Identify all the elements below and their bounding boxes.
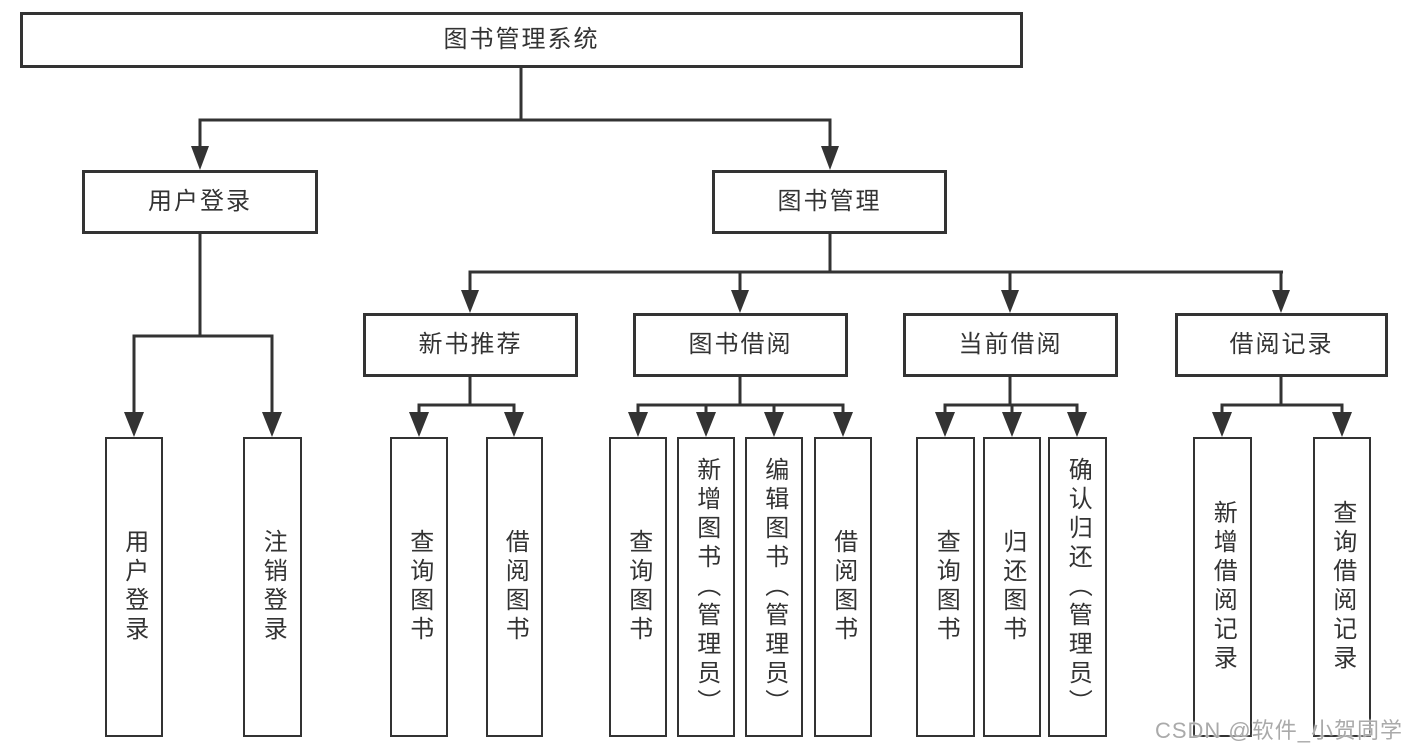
leaf-current-query-books: 查询图书 xyxy=(916,437,975,737)
arrowhead-borrow-add-books xyxy=(696,412,716,437)
arrowhead-recommend-query-books xyxy=(409,412,429,437)
leaf-logout: 注销登录 xyxy=(243,437,302,737)
node-new-book-recommend-label: 新书推荐 xyxy=(418,331,523,358)
node-book-management-label: 图书管理 xyxy=(777,188,882,215)
node-user-login: 用户登录 xyxy=(82,170,318,234)
leaf-borrow-query-books: 查询图书 xyxy=(609,437,667,737)
node-borrow-records: 借阅记录 xyxy=(1175,313,1388,377)
leaf-records-query-record-label: 查询借阅记录 xyxy=(1328,500,1356,674)
connector-user-login-to-leaves xyxy=(124,234,282,437)
arrowhead-leaf-logout xyxy=(262,412,282,437)
arrowhead-current-return-books xyxy=(1002,412,1022,437)
leaf-recommend-borrow-books: 借阅图书 xyxy=(486,437,543,737)
arrowhead-borrow-edit-books xyxy=(764,412,784,437)
arrowhead-borrow-borrow-books xyxy=(833,412,853,437)
node-book-borrow: 图书借阅 xyxy=(633,313,848,377)
leaf-borrow-add-books-admin: 新增图书（管理员） xyxy=(677,437,735,737)
connector-root-to-level2 xyxy=(191,68,839,170)
leaf-current-query-books-label: 查询图书 xyxy=(932,529,960,645)
leaf-borrow-add-books-admin-label: 新增图书（管理员） xyxy=(692,456,720,718)
connector-borrow-records-to-leaves xyxy=(1212,377,1352,437)
node-user-login-label: 用户登录 xyxy=(148,188,252,215)
leaf-current-return-books: 归还图书 xyxy=(983,437,1041,737)
leaf-records-add-record: 新增借阅记录 xyxy=(1193,437,1252,737)
node-root: 图书管理系统 xyxy=(20,12,1023,68)
arrowhead-current-confirm-return xyxy=(1067,412,1087,437)
node-borrow-records-label: 借阅记录 xyxy=(1229,331,1334,358)
leaf-records-add-record-label: 新增借阅记录 xyxy=(1209,500,1237,674)
node-root-label: 图书管理系统 xyxy=(443,26,600,53)
arrowhead-borrow-query-books xyxy=(628,412,648,437)
leaf-recommend-query-books-label: 查询图书 xyxy=(405,529,433,645)
leaf-logout-label: 注销登录 xyxy=(259,529,287,645)
arrowhead-book-borrow xyxy=(731,290,749,313)
leaf-records-query-record: 查询借阅记录 xyxy=(1313,437,1371,737)
watermark: CSDN @软件_小贺同学 xyxy=(1154,718,1403,743)
arrowhead-records-add-record xyxy=(1212,412,1232,437)
arrowhead-book-management xyxy=(821,146,839,170)
arrowhead-current-borrow xyxy=(1001,290,1019,313)
connector-new-book-recommend-to-leaves xyxy=(409,377,524,437)
leaf-recommend-borrow-books-label: 借阅图书 xyxy=(501,529,529,645)
node-new-book-recommend: 新书推荐 xyxy=(363,313,578,377)
leaf-recommend-query-books: 查询图书 xyxy=(390,437,448,737)
arrowhead-new-book-recommend xyxy=(461,290,479,313)
node-book-borrow-label: 图书借阅 xyxy=(688,331,793,358)
arrowhead-user-login xyxy=(191,146,209,170)
leaf-borrow-borrow-books-label: 借阅图书 xyxy=(829,529,857,645)
leaf-current-confirm-return-admin: 确认归还（管理员） xyxy=(1048,437,1107,737)
connector-book-management-to-level3 xyxy=(461,234,1290,313)
arrowhead-borrow-records xyxy=(1272,290,1290,313)
arrowhead-leaf-user-login xyxy=(124,412,144,437)
node-current-borrow: 当前借阅 xyxy=(903,313,1118,377)
leaf-borrow-borrow-books: 借阅图书 xyxy=(814,437,872,737)
leaf-current-return-books-label: 归还图书 xyxy=(998,529,1026,645)
leaf-user-login-label: 用户登录 xyxy=(120,529,148,645)
leaf-user-login: 用户登录 xyxy=(105,437,163,737)
connector-book-borrow-to-leaves xyxy=(628,377,853,437)
arrowhead-records-query-record xyxy=(1332,412,1352,437)
leaf-borrow-query-books-label: 查询图书 xyxy=(624,529,652,645)
node-book-management: 图书管理 xyxy=(712,170,947,234)
leaf-borrow-edit-books-admin-label: 编辑图书（管理员） xyxy=(760,456,788,718)
connector-current-borrow-to-leaves xyxy=(935,377,1087,437)
leaf-current-confirm-return-admin-label: 确认归还（管理员） xyxy=(1064,456,1092,718)
leaf-borrow-edit-books-admin: 编辑图书（管理员） xyxy=(745,437,803,737)
arrowhead-recommend-borrow-books xyxy=(504,412,524,437)
arrowhead-current-query-books xyxy=(935,412,955,437)
node-current-borrow-label: 当前借阅 xyxy=(958,331,1063,358)
